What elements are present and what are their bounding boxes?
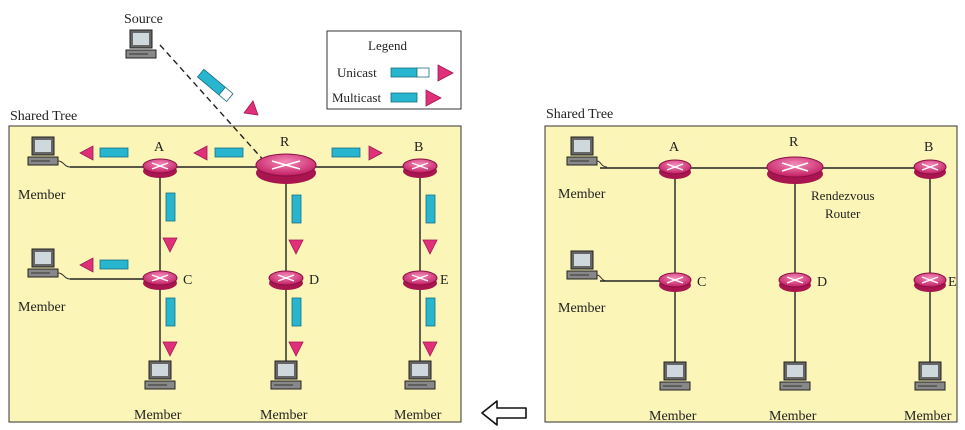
computer-icon — [914, 361, 946, 391]
computer-icon — [404, 360, 436, 390]
router-c-label-left: C — [183, 273, 192, 288]
member-label: Member — [394, 408, 442, 423]
member-label: Member — [558, 187, 606, 202]
router-r-label-left: R — [280, 135, 290, 150]
legend: Legend Unicast Multicast — [326, 30, 462, 110]
computer-icon — [144, 360, 176, 390]
left-panel-frame — [8, 125, 462, 423]
source-label: Source — [124, 12, 163, 27]
legend-multicast-label: Multicast — [332, 90, 381, 105]
legend-title: Legend — [368, 38, 407, 53]
multicast-packets — [79, 145, 438, 357]
router-b-right — [913, 159, 947, 179]
computer-icon — [270, 360, 302, 390]
router-c-right — [658, 272, 692, 292]
member-label: Member — [18, 300, 66, 315]
router-d-label-left: D — [309, 273, 319, 288]
member-label: Member — [904, 409, 952, 424]
right-panel: Shared Tree — [544, 107, 958, 424]
legend-unicast-arrow — [437, 64, 454, 82]
member-label: Member — [649, 409, 697, 424]
router-b-label-left: B — [414, 140, 423, 155]
computer-icon — [566, 136, 608, 168]
computer-icon — [125, 29, 157, 59]
computer-icon — [27, 248, 71, 280]
legend-unicast-tail — [416, 67, 430, 78]
router-r-left — [255, 153, 317, 184]
member-label: Member — [260, 408, 308, 423]
left-panel: Shared Tree — [8, 44, 462, 423]
router-b-left — [402, 158, 438, 178]
router-e-left — [402, 270, 438, 290]
member-label: Member — [558, 301, 606, 316]
router-a-label-left: A — [154, 140, 165, 155]
router-e-label-right: E — [948, 275, 957, 290]
right-panel-frame — [544, 125, 958, 423]
rendezvous-label-line1: Rendezvous — [811, 188, 875, 203]
computer-icon — [659, 361, 691, 391]
legend-unicast-swatch — [390, 67, 418, 78]
router-a-right — [658, 159, 692, 179]
router-a-label-right: A — [669, 140, 680, 155]
router-c-label-right: C — [697, 275, 706, 290]
member-label: Member — [134, 408, 182, 423]
router-d-right — [778, 272, 812, 292]
router-b-label-right: B — [924, 140, 933, 155]
router-r-label-right: R — [789, 135, 799, 150]
rendezvous-label-line2: Router — [825, 206, 861, 221]
router-r-right — [766, 156, 824, 184]
router-d-label-right: D — [817, 275, 827, 290]
member-label: Member — [18, 188, 66, 203]
unicast-packet — [196, 68, 234, 102]
router-d-left — [268, 270, 304, 290]
legend-multicast-arrow — [425, 89, 442, 107]
arrow-left-icon — [481, 400, 527, 426]
legend-multicast-swatch — [390, 92, 418, 103]
computer-icon — [27, 136, 71, 168]
computer-icon — [566, 250, 608, 282]
unicast-arrow — [243, 100, 259, 116]
source-host: Source — [124, 12, 259, 116]
left-network-links — [70, 44, 421, 365]
left-panel-title: Shared Tree — [10, 109, 77, 124]
legend-unicast-label: Unicast — [337, 65, 377, 80]
router-e-right — [913, 272, 947, 292]
router-e-label-left: E — [440, 273, 449, 288]
router-c-left — [142, 270, 178, 290]
right-panel-title: Shared Tree — [546, 107, 613, 122]
router-a-left — [142, 158, 178, 178]
member-label: Member — [769, 409, 817, 424]
computer-icon — [779, 361, 811, 391]
